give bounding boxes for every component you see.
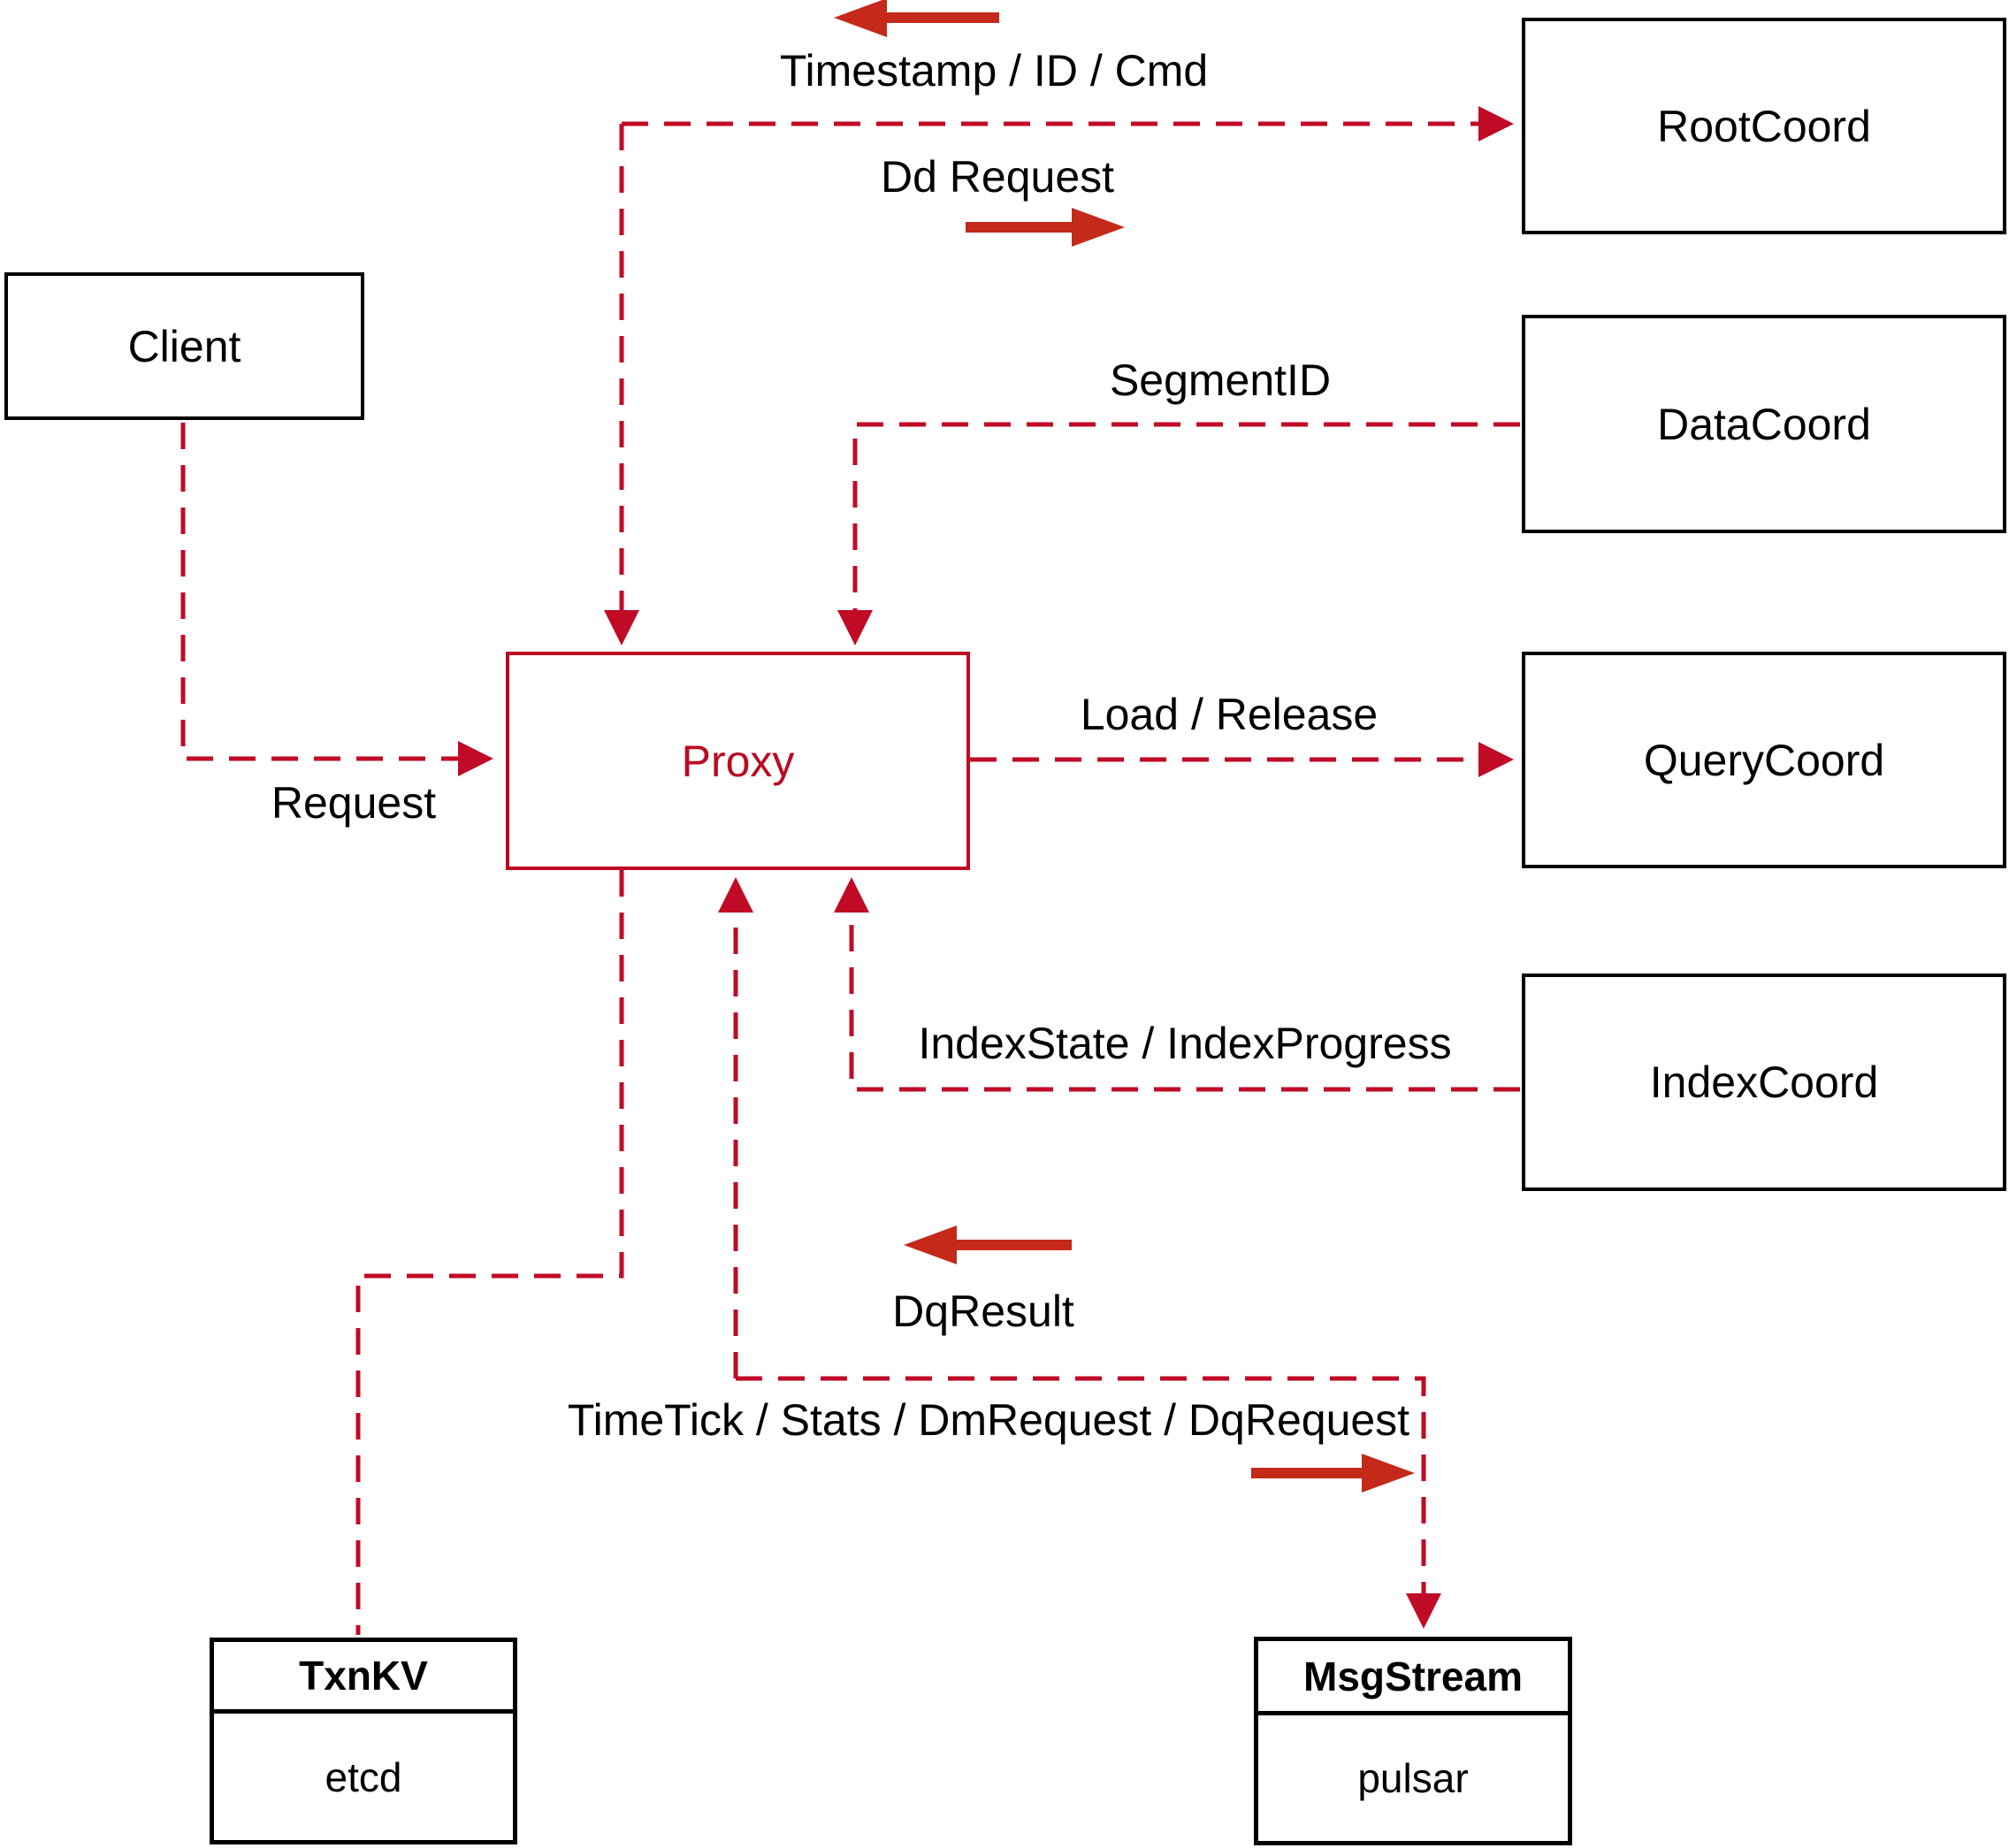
querycoord-node: QueryCoord <box>1522 652 2006 868</box>
txnkv-subtitle: etcd <box>325 1753 402 1800</box>
client-label: Client <box>127 321 241 371</box>
txnkv-node: TxnKV etcd <box>210 1638 517 1844</box>
indexcoord-label: IndexCoord <box>1649 1058 1879 1107</box>
edge-proxy-msgstream-down <box>736 1376 1441 1629</box>
edge-client-proxy <box>180 423 493 776</box>
edge-proxy-txnkv <box>355 870 624 1635</box>
edge-datacoord-proxy <box>837 422 1520 645</box>
timestamp-left-arrow-icon <box>834 0 999 37</box>
proxy-label: Proxy <box>681 736 795 786</box>
msgstream-title: MsgStream <box>1258 1641 1568 1715</box>
msgstream-subtitle: pulsar <box>1357 1755 1469 1801</box>
datacoord-node: DataCoord <box>1522 315 2006 533</box>
request-edge-label: Request <box>271 778 437 828</box>
msgstream-node: MsgStream pulsar <box>1254 1637 1572 1845</box>
dq-result-left-arrow-icon <box>904 1226 1072 1264</box>
client-node: Client <box>4 272 364 420</box>
dd-request-right-arrow-icon <box>966 208 1125 247</box>
time-tick-right-arrow-icon <box>1251 1454 1415 1493</box>
index-state-edge-label: IndexState / IndexProgress <box>918 1019 1452 1068</box>
txnkv-title: TxnKV <box>214 1642 513 1714</box>
time-tick-edge-label: TimeTick / Stats / DmRequest / DqRequest <box>567 1395 1410 1445</box>
querycoord-label: QueryCoord <box>1643 735 1885 785</box>
dq-result-edge-label: DqResult <box>892 1287 1074 1336</box>
proxy-node: Proxy <box>506 652 970 870</box>
dd-request-edge-label: Dd Request <box>880 152 1115 202</box>
datacoord-label: DataCoord <box>1657 399 1871 449</box>
edge-indexcoord-proxy <box>834 877 1520 1092</box>
rootcoord-node: RootCoord <box>1522 18 2006 234</box>
load-release-edge-label: Load / Release <box>1080 690 1379 739</box>
segment-id-edge-label: SegmentID <box>1109 355 1332 405</box>
rootcoord-label: RootCoord <box>1657 101 1871 151</box>
indexcoord-node: IndexCoord <box>1522 974 2006 1191</box>
timestamp-edge-label: Timestamp / ID / Cmd <box>779 46 1209 95</box>
